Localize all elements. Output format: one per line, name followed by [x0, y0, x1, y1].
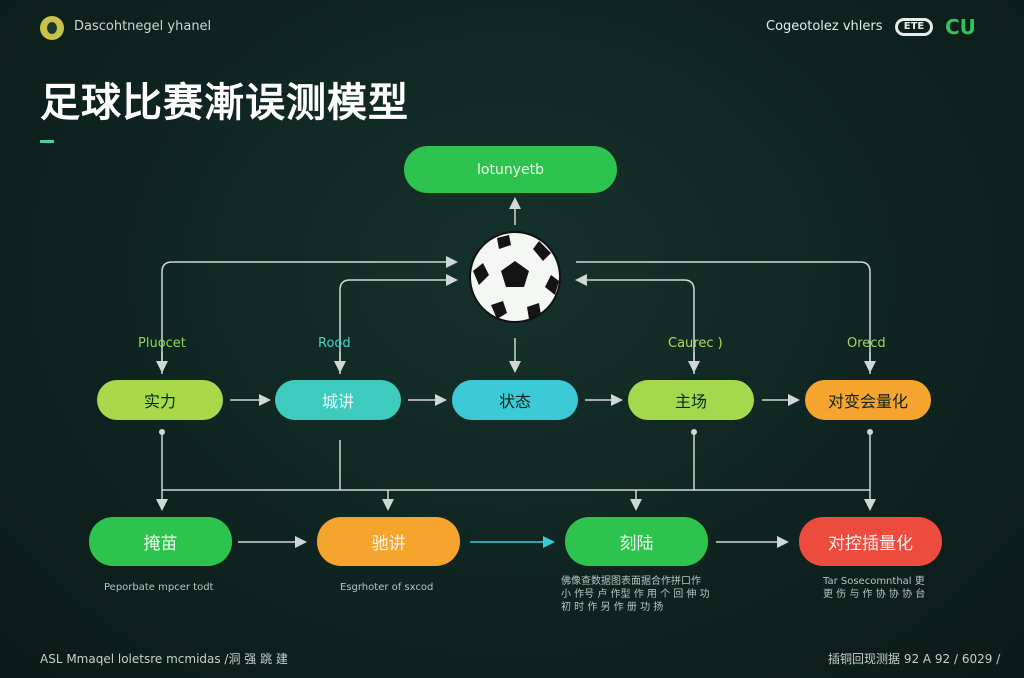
header-badge-green: CU: [945, 15, 976, 39]
branch-label-4: Orecd: [847, 336, 886, 351]
brand-name: Dascohtnegel yhanel: [74, 19, 212, 34]
node-home: 主场: [628, 380, 754, 420]
title-underline: [40, 140, 54, 143]
node-bottom-2: 驰讲: [317, 517, 460, 566]
node-bottom-1: 掩苗: [89, 517, 232, 566]
note-3: 佛像查数据图表面据合作拼口作 小 作号 卢 作型 作 用 个 回 伸 功 初 时…: [561, 576, 710, 613]
node-strength: 实力: [97, 380, 223, 420]
header-badge-outline: ETE: [895, 18, 933, 36]
soccer-ball-icon: [469, 231, 561, 323]
page-title: 足球比赛漸误测模型: [40, 80, 409, 126]
footer-right: 插铜回现测据 92 A 92 / 6029 /: [828, 652, 1001, 666]
branch-label-3: Caurec ): [668, 336, 723, 351]
branch-label-1: Pluocet: [138, 336, 186, 351]
node-matchup-quant: 对变会量化: [805, 380, 931, 420]
note-2: Esgrhoter of sxcod: [340, 582, 434, 593]
footer-left: ASL Mmaqel loletsre mcmidas /洞 强 跳 建: [40, 652, 288, 666]
node-status: 状态: [452, 380, 578, 420]
logo-icon: [40, 16, 64, 40]
header-right-text: Cogeotolez vhlers: [766, 19, 883, 34]
node-bottom-3: 刻陆: [565, 517, 708, 566]
node-bottom-4: 对控插量化: [799, 517, 942, 566]
node-equipment: 城讲: [275, 380, 401, 420]
note-1: Peporbate mpcer todt: [104, 582, 214, 593]
branch-label-2: Rood: [318, 336, 351, 351]
note-4: Tar Sosecomnthal 更 更 伤 与 作 协 协 协 台: [823, 576, 926, 600]
top-node-pill: lotunyetb: [404, 146, 617, 193]
